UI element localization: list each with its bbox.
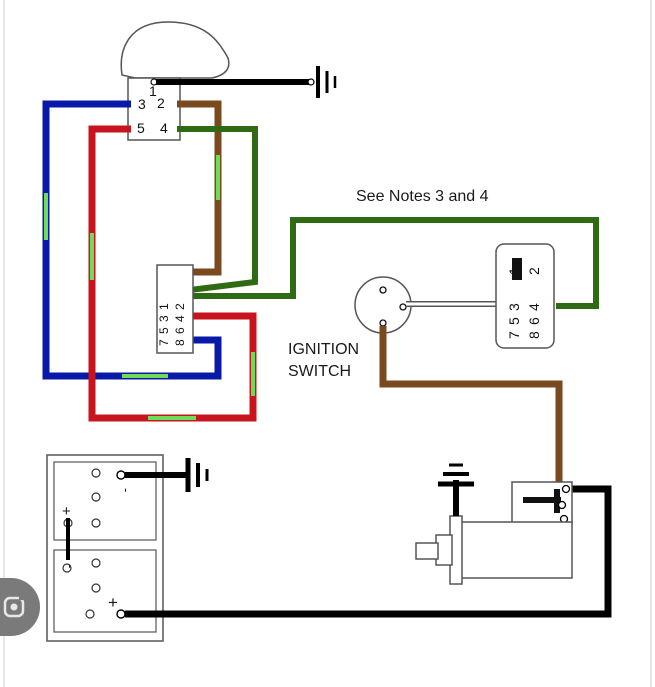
battery-terminal-negative	[116, 470, 126, 480]
left-connector-pin-label-1: 1	[157, 303, 171, 310]
right-connector-pin-label-4: 4	[526, 303, 542, 311]
image-search-button[interactable]	[0, 578, 40, 636]
right-connector-pin-label-6: 6	[526, 317, 542, 325]
battery-positive-label: +	[108, 593, 118, 612]
battery-cap	[91, 492, 101, 502]
left-connector-pin-label-4: 4	[173, 315, 187, 322]
image-search-icon	[0, 578, 40, 636]
ground-symbol-icon	[185, 458, 209, 492]
left-connector-pin-label-7: 7	[157, 339, 171, 346]
solenoid-terminal-top	[561, 484, 571, 494]
battery-cap	[91, 558, 101, 568]
solenoid-contact	[523, 497, 561, 503]
left-connector-pin-label-8: 8	[173, 339, 187, 346]
battery-cell-plus-label: +	[62, 503, 71, 520]
notes-label: See Notes 3 and 4	[356, 188, 489, 205]
starter-pinion	[415, 542, 439, 560]
ignition-switch	[354, 276, 412, 334]
ignition-label-line1: IGNITION	[288, 341, 359, 358]
left-connector-body	[156, 264, 194, 354]
ground-symbol-icon	[307, 66, 337, 98]
right-connector-latch	[512, 258, 522, 280]
right-connector-pin-label-7: 7	[506, 331, 522, 339]
right-connector-pin-label-2: 2	[526, 267, 542, 275]
top-switch-pin-1: 1	[149, 83, 157, 99]
top-switch: 1 2 3 4 5	[120, 21, 230, 141]
right-connector: 7 5 3 1 8 6 4 2	[495, 243, 555, 349]
right-connector-pin-label-3: 3	[506, 303, 522, 311]
top-switch-cap	[120, 21, 230, 79]
starter-body	[459, 521, 573, 579]
battery-cap	[91, 468, 101, 478]
left-connector-pin-label-5: 5	[157, 327, 171, 334]
battery-cap	[85, 609, 95, 619]
top-switch-pin-5: 5	[137, 120, 145, 136]
solenoid-terminal-mid	[557, 500, 567, 510]
right-connector-pin-label-5: 5	[506, 317, 522, 325]
battery-cap	[91, 518, 101, 528]
wire-black-battery-positive	[125, 485, 612, 618]
battery-negative-label: -	[119, 488, 134, 492]
battery-terminal-positive	[116, 609, 126, 619]
top-switch-body	[127, 77, 181, 141]
battery-cap	[91, 583, 101, 593]
top-switch-pin-3: 3	[138, 96, 146, 112]
ignition-label-line2: SWITCH	[288, 363, 351, 380]
right-connector-pin-label-1: 1	[506, 267, 522, 275]
left-connector-pin-label-3: 3	[157, 315, 171, 322]
battery-cap	[62, 563, 72, 573]
battery-cell-lower	[53, 549, 157, 633]
battery-cell-minus-label: -	[63, 564, 78, 568]
wire-green-top	[177, 126, 258, 293]
top-switch-pin-2: 2	[157, 95, 165, 111]
left-connector-pin-label-2: 2	[173, 303, 187, 310]
wire-brown-ignition	[379, 326, 563, 489]
ignition-switch-body	[354, 276, 412, 334]
ground-symbol-icon	[438, 463, 474, 487]
left-connector-pin-label-6: 6	[173, 327, 187, 334]
left-connector: 7 5 3 1 8 6 4 2	[156, 264, 194, 354]
starter-motor	[415, 480, 573, 585]
top-switch-pin-4: 4	[160, 120, 168, 136]
battery: - + + -	[46, 454, 164, 642]
solenoid-post	[554, 489, 560, 513]
wire-green-notes	[190, 217, 599, 309]
right-connector-pin-label-8: 8	[526, 331, 542, 339]
ignition-terminal-top	[379, 286, 387, 294]
right-connector-body	[495, 243, 555, 349]
